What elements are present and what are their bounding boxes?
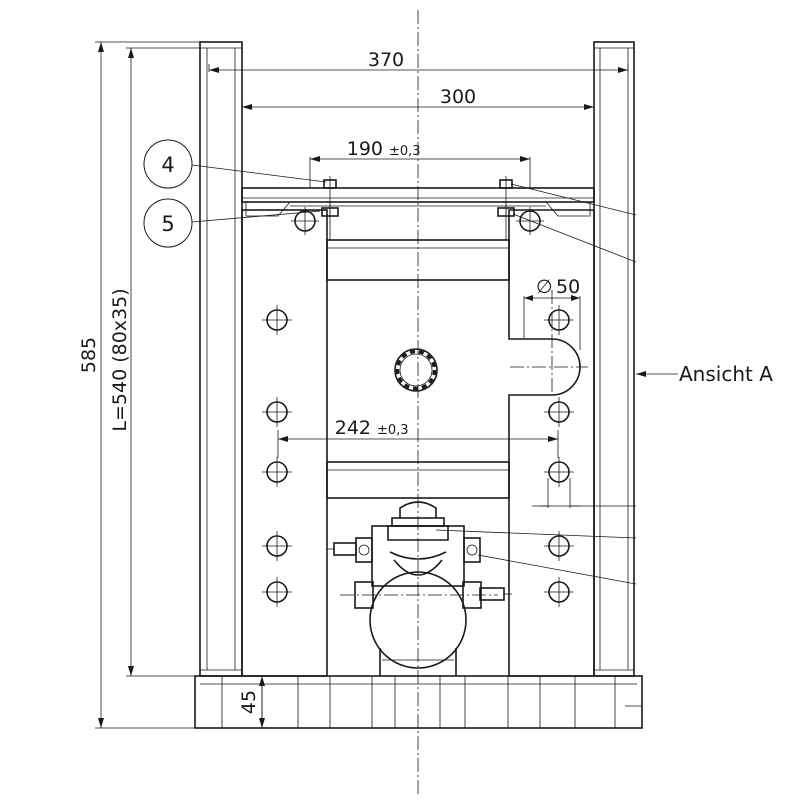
dim-45: 45 xyxy=(238,676,265,728)
side-hole xyxy=(262,457,292,487)
dim-370-label: 370 xyxy=(368,49,404,71)
dim-540: L=540 (80x35) xyxy=(109,47,200,677)
side-holes-right xyxy=(544,305,574,607)
dim-585-label: 585 xyxy=(78,337,100,373)
side-hole xyxy=(544,531,574,561)
view-label-ansicht-a: Ansicht A xyxy=(636,362,773,386)
side-hole xyxy=(544,305,574,335)
side-hole xyxy=(262,305,292,335)
bolt-left xyxy=(321,176,339,240)
dim-190: 190 ±0,3 xyxy=(309,138,531,188)
dim-300-label: 300 xyxy=(440,86,476,108)
left-side-plate xyxy=(241,209,328,677)
dim-242-label: 242 xyxy=(335,417,371,439)
dim-45-label: 45 xyxy=(238,690,260,714)
diameter-symbol: ∅ xyxy=(536,276,553,298)
left-column xyxy=(199,41,243,677)
side-hole xyxy=(262,397,292,427)
dim-50-label: 50 xyxy=(556,276,580,298)
right-column xyxy=(593,41,635,677)
bolt-right xyxy=(497,176,515,240)
view-label-text: Ansicht A xyxy=(679,362,773,386)
top-hole-left xyxy=(291,207,319,235)
dim-242-tol: ±0,3 xyxy=(377,423,409,438)
dim-300: 300 xyxy=(241,86,595,188)
side-hole xyxy=(544,457,574,487)
side-holes-left xyxy=(262,305,292,607)
callout-5-label: 5 xyxy=(161,212,174,236)
right-side-plate xyxy=(508,209,595,677)
side-hole xyxy=(544,577,574,607)
base-plate xyxy=(194,675,643,729)
leader-lines xyxy=(191,164,637,585)
callout-4-label: 4 xyxy=(161,153,174,177)
dim-190-tol: ±0,3 xyxy=(389,144,421,159)
side-hole xyxy=(262,577,292,607)
dim-190-label: 190 xyxy=(347,138,383,160)
dim-242: 242 ±0,3 xyxy=(277,417,559,458)
centre-lines xyxy=(340,10,588,795)
side-hole xyxy=(544,397,574,427)
dim-370: 370 xyxy=(208,49,629,73)
center-bore xyxy=(394,348,438,392)
dim-diameter-50: ∅ 50 xyxy=(523,276,581,350)
grease-fittings xyxy=(326,542,512,601)
callout-4: 4 xyxy=(143,139,193,189)
dim-hole-diameter xyxy=(540,478,580,508)
dim-540-label: L=540 (80x35) xyxy=(109,288,131,431)
callout-5: 5 xyxy=(143,198,193,248)
ball-joint-assembly xyxy=(354,501,482,676)
side-hole xyxy=(262,531,292,561)
dim-585: 585 xyxy=(78,41,210,729)
